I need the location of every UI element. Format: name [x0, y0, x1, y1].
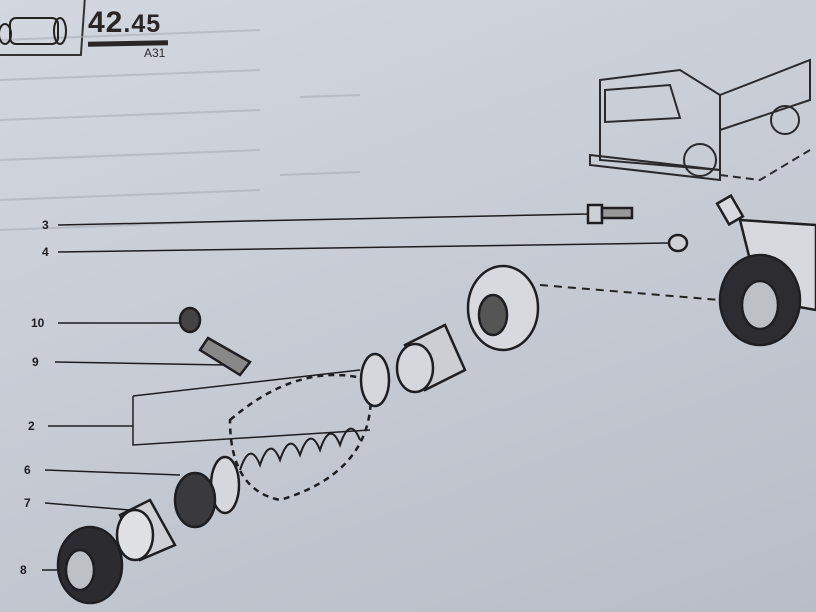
bleed-screw-part [198, 336, 252, 377]
spring-retainer-part [359, 352, 391, 408]
section-major: 42 [88, 6, 124, 39]
spring-part [239, 427, 361, 471]
callout-9: 9 [32, 355, 39, 369]
callout-4: 4 [42, 245, 49, 259]
parts [56, 203, 689, 605]
bleed-cap-part [178, 306, 202, 334]
faded-parts-table [0, 29, 361, 231]
callout-2: 2 [28, 419, 35, 433]
page-code: A31 [144, 46, 166, 60]
page-section-number: 42.45 [88, 6, 161, 40]
leader-lines [42, 213, 669, 571]
truck-icon [589, 58, 811, 182]
bolt-part [586, 203, 634, 225]
callout-8: 8 [20, 563, 27, 577]
wheel-cylinder-assembly [715, 193, 816, 347]
cylinder-outline [228, 373, 373, 502]
callout-3: 3 [42, 218, 49, 232]
thumbnail-cylinder-icon [0, 17, 67, 45]
callout-6: 6 [24, 463, 31, 477]
callout-7: 7 [24, 496, 31, 510]
washer-part [667, 233, 689, 253]
cup-part [173, 471, 217, 529]
callout-10: 10 [31, 316, 45, 330]
